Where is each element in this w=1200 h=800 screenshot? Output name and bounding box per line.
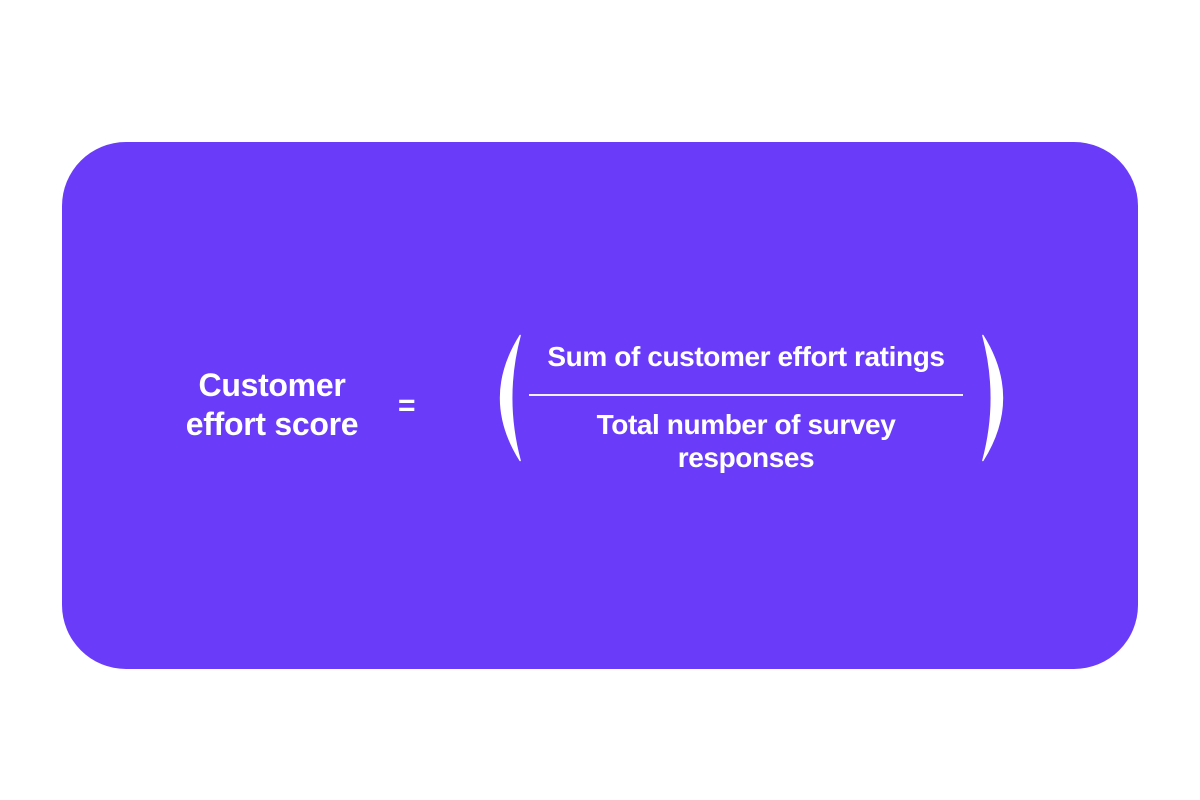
- fraction-bar: [529, 394, 963, 396]
- fraction-denominator: Total number of survey responses: [524, 408, 968, 474]
- formula-card: Customer effort score = Sum of customer …: [62, 142, 1138, 669]
- close-paren-icon: [982, 334, 1004, 462]
- metric-name-line1: Customer: [198, 367, 346, 403]
- open-paren-icon: [499, 334, 521, 462]
- fraction: Sum of customer effort ratings Total num…: [524, 340, 968, 474]
- metric-name-line2: effort score: [185, 406, 359, 442]
- metric-name-label: Customer effort score: [152, 366, 392, 444]
- equals-sign: =: [398, 389, 416, 422]
- fraction-denominator-line1: Total number of survey: [596, 409, 896, 440]
- fraction-denominator-line2: responses: [677, 442, 815, 473]
- fraction-numerator: Sum of customer effort ratings: [547, 341, 945, 372]
